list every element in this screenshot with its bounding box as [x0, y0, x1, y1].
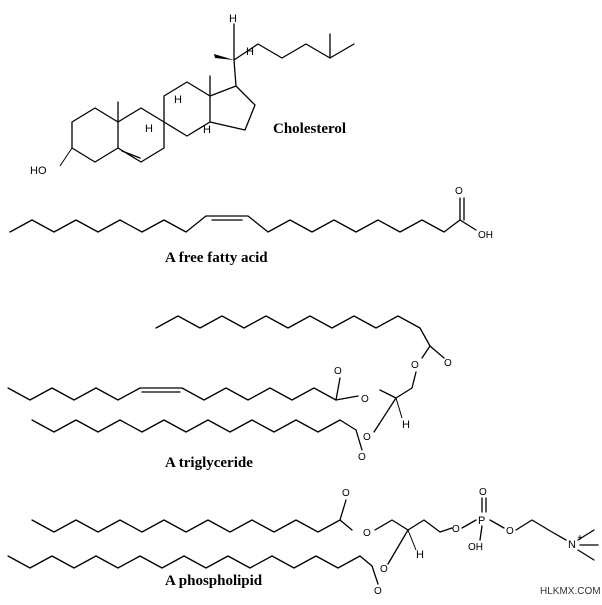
glycerol-h-bond: [395, 397, 403, 419]
phospholipid-chain-1: [31, 519, 353, 533]
ester-3-o-label: O: [358, 452, 366, 463]
triglyceride-chain-1: [155, 315, 431, 347]
ester-1-bridge-o-label: O: [411, 360, 419, 371]
watermark: HLKMX.COM: [540, 586, 601, 597]
caption-triglyceride: A triglyceride: [165, 455, 253, 471]
caption-cholesterol: Cholesterol: [273, 121, 346, 137]
double-bond-c5-c6: [121, 150, 141, 159]
pl-glycerol-h-label: H: [416, 549, 424, 561]
cholesterol-structure: HO H H H H H Cholesterol: [30, 13, 355, 177]
ester-3-co: [355, 429, 363, 451]
ring-d: [209, 85, 256, 131]
h-label-c14: H: [203, 124, 211, 136]
methyl-c21-wedge: [214, 54, 234, 60]
pl-n-methyl-1: [577, 529, 595, 541]
pl-glycerol-backbone: [374, 519, 453, 533]
ring-a: [71, 107, 119, 163]
glycerol-backbone: [379, 371, 417, 399]
pl-phosphate-oh-label: OH: [468, 542, 483, 553]
ester-2-bridge-o-label: O: [361, 394, 369, 405]
h-label-c9: H: [145, 123, 153, 135]
glycerol-h-label: H: [402, 419, 410, 431]
pl-ester-1-bridge-o-label: O: [363, 528, 371, 539]
ester-1-oc: [421, 345, 431, 359]
ho-label: HO: [30, 165, 47, 177]
ester-1-o-label: O: [444, 358, 452, 369]
pl-p-o3-bond: [489, 519, 505, 529]
pl-choline-chain: [515, 519, 567, 541]
pl-nitrogen-label: N: [568, 539, 576, 551]
carboxyl-oh-label: OH: [478, 230, 493, 241]
ester-1-co: [429, 345, 445, 359]
pl-phosphorus-label: P: [478, 515, 485, 527]
h-label-c8: H: [174, 94, 182, 106]
triglyceride-chain-2: [7, 387, 359, 401]
h-label-c20: H: [229, 13, 237, 25]
caption-fatty-acid: A free fatty acid: [165, 250, 268, 266]
phospholipid-chain-2: [7, 555, 373, 569]
pl-glycerol-to-ester-2: [387, 529, 409, 565]
pl-glycerol-h-bond: [407, 529, 417, 551]
carboxyl-coh: [459, 219, 477, 231]
pl-phosphate-o2-label: O: [479, 487, 487, 498]
pl-ester-2-o-label: O: [374, 586, 382, 597]
pl-ester-2-bridge-o-label: O: [380, 564, 388, 575]
pl-ester-1-o-label: O: [342, 488, 350, 499]
fatty-acid-structure: O OH A free fatty acid: [9, 186, 493, 266]
pl-p-oh-bond: [479, 525, 483, 541]
pl-ester-1-co: [339, 499, 347, 521]
fatty-acid-chain: [9, 215, 461, 233]
pl-phosphate-o3-label: O: [506, 526, 514, 537]
triglyceride-structure: O O H O O O O A triglyceride: [7, 315, 452, 471]
ring-b: [117, 107, 165, 163]
ester-2-co: [335, 377, 341, 401]
ester-2-o-label: O: [334, 366, 342, 377]
h-label-c17: H: [246, 46, 254, 58]
phospholipid-structure: O O H O P O OH O N + O O A phospholipid: [7, 487, 599, 597]
ester-3-bridge-o-label: O: [363, 432, 371, 443]
pl-ester-2-co: [371, 565, 379, 585]
pl-phosphate-o1-label: O: [452, 524, 460, 535]
ho-bond: [59, 147, 73, 167]
glycerol-to-ester-3: [373, 397, 397, 433]
triglyceride-chain-3: [31, 419, 357, 433]
pl-o-p-bond: [461, 519, 477, 529]
carboxyl-o-label: O: [455, 186, 463, 197]
pl-n-methyl-3: [577, 549, 595, 561]
caption-phospholipid: A phospholipid: [165, 573, 263, 589]
